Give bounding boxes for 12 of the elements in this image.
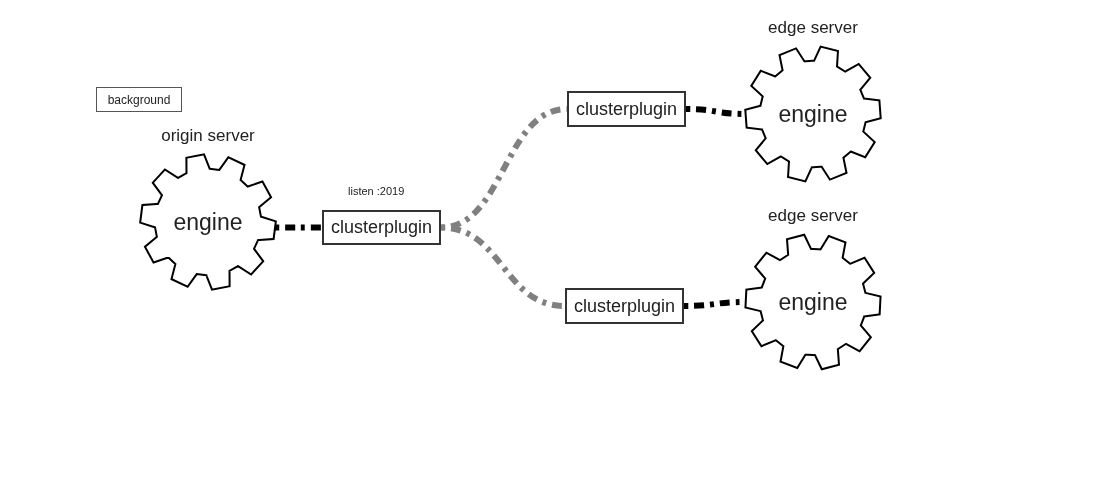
label-box: background <box>96 87 182 112</box>
node-label: engine <box>778 100 848 128</box>
server-label: edge server <box>768 18 858 39</box>
node-label: engine <box>778 288 848 316</box>
server-label: origin server <box>161 126 255 147</box>
process-box: clusterplugin <box>322 210 441 245</box>
process-box: clusterplugin <box>565 288 684 324</box>
port-label: listen :2019 <box>348 185 405 197</box>
process-box: clusterplugin <box>567 91 686 127</box>
connector <box>275 224 322 231</box>
server-label: edge server <box>768 206 858 227</box>
node-label: engine <box>173 208 243 236</box>
